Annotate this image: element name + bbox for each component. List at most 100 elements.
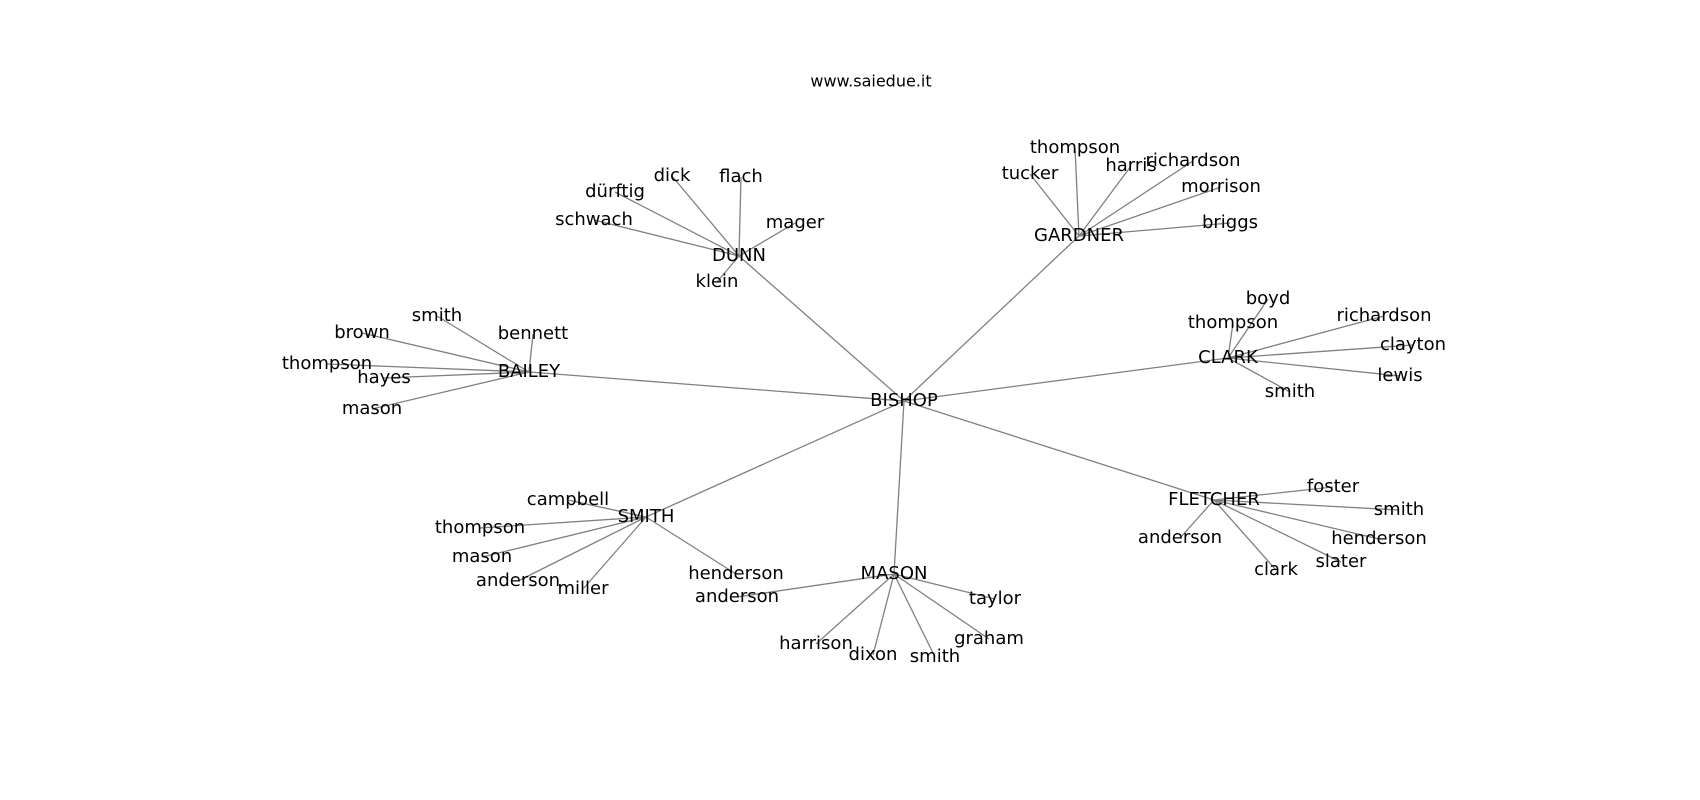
edge-clark-leaf-5 [1227, 357, 1291, 393]
edge-gardner-leaf-5 [1078, 222, 1231, 237]
leaf-node-smith-3: anderson [476, 570, 560, 591]
edge-fletcher-leaf-5 [1179, 499, 1215, 539]
edge-clark-leaf-3 [1227, 344, 1414, 359]
leaf-node-gardner-1: tucker [1002, 163, 1059, 184]
leaf-node-mason-0: anderson [695, 586, 779, 607]
edge-dunn-leaf-5 [716, 255, 740, 283]
edge-fletcher-leaf-3 [1213, 499, 1342, 563]
edge-mason-leaf-0 [736, 573, 895, 598]
leaf-node-mason-5: harrison [779, 633, 853, 654]
site-title: www.saiedue.it [810, 72, 931, 91]
edge-center-bailey [528, 371, 905, 402]
hub-node-gardner: GARDNER [1034, 225, 1124, 246]
edge-fletcher-leaf-2 [1213, 499, 1380, 540]
edge-center-dunn [738, 255, 905, 402]
edge-mason-leaf-4 [872, 573, 895, 656]
edge-mason-leaf-1 [893, 573, 996, 600]
leaf-node-smith-2: mason [452, 546, 512, 567]
leaf-node-fletcher-2: henderson [1331, 528, 1427, 549]
edge-mason-leaf-5 [815, 573, 895, 645]
leaf-node-dunn-0: flach [719, 166, 763, 187]
leaf-node-bailey-5: mason [342, 398, 402, 419]
hub-node-fletcher: FLETCHER [1168, 489, 1260, 510]
edge-dunn-leaf-2 [614, 191, 740, 257]
edge-smith-leaf-2 [481, 516, 647, 558]
edge-gardner-leaf-1 [1029, 173, 1080, 237]
edge-fletcher-leaf-0 [1213, 486, 1334, 501]
hub-node-smith: SMITH [618, 506, 675, 527]
edge-clark-leaf-0 [1227, 298, 1269, 359]
leaf-node-dunn-2: dürftig [585, 181, 645, 202]
leaf-node-clark-1: thompson [1188, 312, 1278, 333]
edge-center-fletcher [903, 400, 1215, 501]
leaf-node-smith-4: miller [557, 578, 609, 599]
leaf-node-mason-1: taylor [969, 588, 1022, 609]
edge-smith-leaf-1 [479, 516, 647, 529]
edge-center-clark [903, 357, 1229, 402]
leaf-node-smith-1: thompson [435, 517, 525, 538]
leaf-node-fletcher-1: smith [1374, 499, 1424, 520]
leaf-node-gardner-2: harris [1105, 155, 1156, 176]
leaf-node-bailey-2: bennett [498, 323, 569, 344]
labels-layer: www.saiedue.it BISHOP DUNN flach dick dürfti… [282, 72, 1446, 668]
hub-node-mason: MASON [861, 563, 928, 584]
hub-node-clark: CLARK [1198, 347, 1259, 368]
edge-gardner-leaf-4 [1078, 186, 1222, 237]
leaf-node-fletcher-4: clark [1254, 559, 1298, 580]
edge-smith-leaf-5 [645, 516, 737, 575]
leaf-node-bailey-1: brown [334, 322, 390, 343]
center-node-label: BISHOP [870, 390, 938, 411]
edge-gardner-leaf-3 [1078, 160, 1194, 237]
edge-center-smith [645, 400, 905, 518]
leaf-node-smith-5: henderson [688, 563, 784, 584]
leaf-node-clark-0: boyd [1246, 288, 1291, 309]
edge-clark-leaf-1 [1227, 322, 1234, 359]
edge-clark-leaf-2 [1227, 315, 1385, 359]
edge-smith-leaf-3 [517, 516, 647, 582]
edges-layer [326, 147, 1414, 658]
edge-bailey-leaf-0 [436, 315, 530, 373]
leaf-node-dunn-5: klein [696, 271, 739, 292]
leaf-node-bailey-0: smith [412, 305, 462, 326]
edge-bailey-leaf-4 [383, 371, 530, 379]
leaf-node-mason-2: graham [954, 628, 1024, 649]
edge-center-gardner [903, 235, 1080, 402]
leaf-node-dunn-4: mager [766, 212, 825, 233]
edge-dunn-leaf-0 [738, 176, 742, 257]
edge-dunn-leaf-1 [671, 175, 740, 257]
leaf-node-fletcher-0: foster [1307, 476, 1360, 497]
leaf-node-fletcher-3: slater [1316, 551, 1368, 572]
leaf-node-mason-3: smith [910, 646, 960, 667]
edge-smith-leaf-4 [582, 516, 647, 590]
edge-bailey-leaf-3 [326, 363, 530, 373]
leaf-node-clark-3: clayton [1380, 334, 1446, 355]
leaf-node-gardner-4: morrison [1181, 176, 1261, 197]
edge-fletcher-leaf-1 [1213, 499, 1400, 511]
leaf-node-bailey-3: thompson [282, 353, 372, 374]
edge-bailey-leaf-2 [528, 333, 534, 373]
leaf-node-fletcher-5: anderson [1138, 527, 1222, 548]
edge-mason-leaf-3 [893, 573, 936, 658]
hub-node-dunn: DUNN [712, 245, 766, 266]
leaf-node-dunn-1: dick [654, 165, 691, 186]
edge-gardner-leaf-0 [1074, 147, 1080, 237]
edge-clark-leaf-4 [1227, 357, 1401, 377]
edge-mason-leaf-2 [893, 573, 990, 640]
leaf-node-dunn-3: schwach [555, 209, 633, 230]
leaf-node-mason-4: dixon [849, 644, 898, 665]
edge-smith-leaf-0 [567, 499, 647, 518]
edge-dunn-leaf-4 [738, 222, 796, 257]
edge-bailey-leaf-1 [361, 332, 530, 373]
leaf-node-clark-4: lewis [1377, 365, 1422, 386]
edge-dunn-leaf-3 [593, 219, 740, 257]
edge-center-mason [893, 400, 905, 575]
leaf-node-gardner-5: briggs [1202, 212, 1258, 233]
edge-gardner-leaf-2 [1078, 165, 1132, 237]
leaf-node-clark-2: richardson [1336, 305, 1431, 326]
leaf-node-gardner-3: richardson [1145, 150, 1240, 171]
leaf-node-clark-5: smith [1265, 381, 1315, 402]
leaf-node-gardner-0: thompson [1030, 137, 1120, 158]
leaf-node-bailey-4: hayes [357, 367, 411, 388]
leaf-node-smith-0: campbell [527, 489, 609, 510]
